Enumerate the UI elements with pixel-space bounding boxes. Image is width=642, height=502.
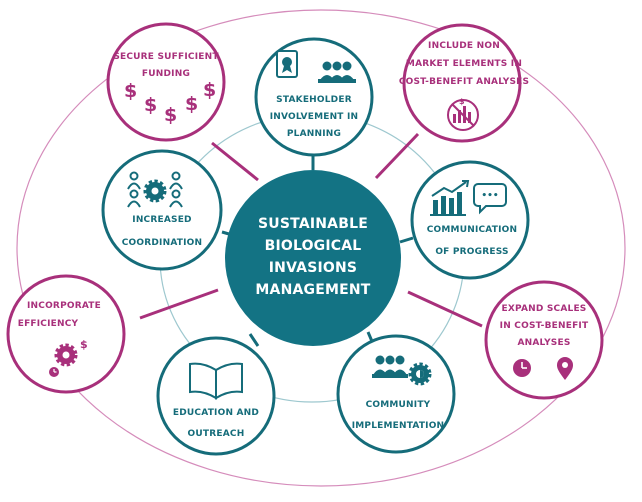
funding-label-2: FUNDING [142,69,190,79]
clock-pin-icon [513,357,573,380]
stakeholder-label-3: PLANNING [287,129,341,139]
chart-speech-icon: ••• [430,180,507,216]
education-label-2: OUTREACH [188,429,245,439]
people-gear-icon [127,171,183,208]
communication-label-2: OF PROGRESS [435,247,508,257]
center-line-4: MANAGEMENT [255,282,370,298]
people-award-icon [276,50,356,83]
stakeholder-label-1: STAKEHOLDER [276,95,352,105]
efficiency-dollar: $ [80,338,88,351]
efficiency-label-2: EFFICIENCY [18,319,79,329]
node-scales: EXPAND SCALES IN COST-BENEFIT ANALYSES [484,280,604,400]
non-market-label-2: MARKET ELEMENTS IN [406,59,522,69]
node-communication: ••• COMMUNICATION OF PROGRESS [410,160,530,280]
node-coordination: INCREASED COORDINATION [101,149,223,271]
non-market-dollar: $ [459,97,465,106]
node-stakeholder: STAKEHOLDER INVOLVEMENT IN PLANNING [254,37,374,157]
node-community: COMMUNITY IMPLEMENTATION [336,334,456,454]
connector-funding [211,141,259,182]
scales-label-2: IN COST-BENEFIT [500,321,589,331]
node-funding: SECURE SUFFICIENT FUNDING $ $ $ $ $ [106,22,226,142]
gear-money-clock-icon: $ [49,338,88,377]
community-label-2: IMPLEMENTATION [352,421,445,431]
outer-magenta-ring [16,9,626,487]
scales-label-1: EXPAND SCALES [502,304,587,314]
speech-dots: ••• [481,191,498,201]
education-label-1: EDUCATION AND [173,408,259,418]
node-education: EDUCATION AND OUTREACH [156,336,276,456]
connector-non-market [374,132,420,180]
node-non-market: INCLUDE NON MARKET ELEMENTS IN COST-BENE… [399,23,529,143]
dollar-sign-4: $ [185,93,198,115]
center-line-2: BIOLOGICAL [265,238,362,254]
connector-communication [399,236,414,244]
dollar-sign-2: $ [144,94,157,116]
dollar-sign-3: $ [164,104,177,126]
center-node: SUSTAINABLE BIOLOGICAL INVASIONS MANAGEM… [225,170,401,346]
community-label-1: COMMUNITY [366,400,431,410]
dollar-sign-1: $ [124,80,137,102]
non-market-label-1: INCLUDE NON [428,41,500,51]
connector-education [248,333,260,347]
open-book-icon [189,362,243,400]
dollar-sign-5: $ [203,79,216,101]
funding-label-1: SECURE SUFFICIENT [113,52,219,62]
connector-scales [407,290,483,328]
group-gear-icon [372,355,432,386]
node-efficiency: INCORPORATE EFFICIENCY $ [6,274,126,394]
coordination-label-2: COORDINATION [122,238,203,248]
stakeholder-label-2: INVOLVEMENT IN [270,112,359,122]
crossed-chart-icon: $ [447,97,479,131]
efficiency-label-1: INCORPORATE [27,301,101,311]
coordination-label-1: INCREASED [132,215,191,225]
scales-label-3: ANALYSES [517,338,570,348]
connector-efficiency [139,288,219,320]
center-line-1: SUSTAINABLE [258,216,368,232]
center-line-3: INVASIONS [269,260,357,276]
communication-label-1: COMMUNICATION [427,225,518,235]
dollar-signs-icon: $ $ $ $ $ [124,79,216,126]
non-market-label-3: COST-BENEFIT ANALYSES [399,77,529,87]
